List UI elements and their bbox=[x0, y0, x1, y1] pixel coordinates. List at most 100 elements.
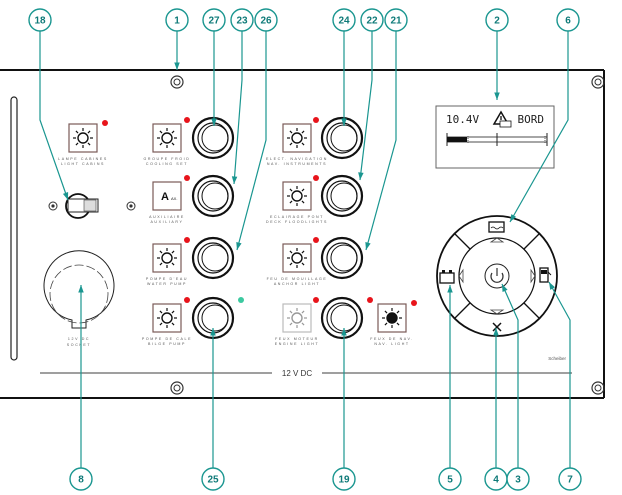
deck-floodlights-rocker[interactable] bbox=[320, 174, 364, 218]
callout-3: 3 bbox=[501, 283, 530, 491]
bilge-pump-label-en: BILGE PUMP bbox=[148, 342, 186, 346]
callout-7: 7 bbox=[548, 281, 582, 491]
arrow-right-icon[interactable] bbox=[530, 268, 536, 284]
callout-number-18: 18 bbox=[34, 16, 46, 27]
callout-4: 4 bbox=[484, 328, 508, 491]
auxiliary-rocker[interactable] bbox=[191, 174, 235, 218]
bilge-pump-label-fr: POMPE DE CALE bbox=[142, 337, 192, 341]
bilge-pump-status-led bbox=[238, 297, 244, 303]
callout-number-24: 24 bbox=[338, 16, 350, 27]
anchor-light-icon bbox=[287, 248, 307, 268]
callout-26: 26 bbox=[236, 8, 278, 251]
bilge-pump-icon bbox=[157, 308, 177, 328]
battery-icon bbox=[439, 270, 455, 284]
cooling-set-rocker[interactable] bbox=[191, 116, 235, 160]
nav-light-led-left bbox=[367, 297, 373, 303]
water-pump-label-en: WATER PUMP bbox=[147, 282, 187, 286]
callout-23: 23 bbox=[230, 8, 254, 185]
callout-leader-6 bbox=[509, 31, 569, 223]
callout-number-4: 4 bbox=[493, 475, 499, 486]
tap-icon bbox=[157, 248, 177, 268]
screw-bottom bbox=[170, 381, 184, 395]
light-cabins-led bbox=[102, 120, 108, 126]
anchor-light-led bbox=[313, 237, 319, 243]
sailboat-sun-icon bbox=[287, 186, 307, 206]
deck-floodlights-label-en: DECK FLOODLIGHTS bbox=[266, 220, 328, 224]
screw-switch-right bbox=[126, 201, 136, 211]
callout-arrow-2 bbox=[494, 92, 500, 100]
callout-arrow-1 bbox=[174, 62, 180, 70]
callout-5: 5 bbox=[438, 285, 462, 491]
svg-text:AX.: AX. bbox=[171, 196, 177, 201]
bilge-pump-led bbox=[184, 297, 190, 303]
auxiliary-icon-box bbox=[152, 181, 182, 211]
battery-display: 10.4V BORD bbox=[435, 105, 555, 169]
auxiliary-label-fr: AUXILIAIRE bbox=[149, 215, 185, 219]
callout-22: 22 bbox=[358, 8, 384, 181]
callout-18: 18 bbox=[28, 8, 69, 201]
no-water-icon bbox=[492, 322, 502, 332]
auxiliary-led bbox=[184, 175, 190, 181]
callout-8: 8 bbox=[69, 285, 93, 491]
callout-number-6: 6 bbox=[565, 16, 571, 27]
nav-instruments-label-en: NAV. INSTRUMENTS bbox=[267, 162, 327, 166]
light-cabins-label-en: LIGHT CABINS bbox=[61, 162, 105, 166]
display-mode: BORD bbox=[518, 113, 545, 126]
arrow-left-icon[interactable] bbox=[458, 268, 464, 284]
callout-arrow-23 bbox=[231, 176, 238, 184]
power-button[interactable] bbox=[484, 263, 510, 289]
arrow-up-icon[interactable] bbox=[489, 237, 505, 243]
engine-light-rocker[interactable] bbox=[320, 296, 364, 340]
callout-1: 1 bbox=[165, 8, 189, 70]
display-voltage: 10.4V bbox=[446, 113, 479, 126]
main-battery-switch[interactable] bbox=[65, 193, 99, 219]
callout-arrow-24 bbox=[341, 118, 347, 126]
dc-socket[interactable] bbox=[43, 250, 115, 329]
engine-light-label-fr: FEUX MOTEUR bbox=[275, 337, 319, 341]
callout-number-8: 8 bbox=[78, 475, 84, 486]
nav-instruments-led bbox=[313, 117, 319, 123]
callout-number-3: 3 bbox=[515, 475, 521, 486]
light-cabins-label-fr: LAMPE CABINES bbox=[58, 157, 108, 161]
brand-label: Scheiber bbox=[548, 356, 566, 361]
callout-arrow-19 bbox=[341, 328, 347, 336]
screw-top bbox=[170, 75, 184, 89]
switch-nav-light[interactable]: FEUX DE NAV.NAV. LIGHT bbox=[367, 297, 417, 346]
callout-arrow-3 bbox=[502, 284, 508, 292]
arrow-down-icon[interactable] bbox=[489, 309, 505, 315]
callout-arrow-27 bbox=[211, 118, 217, 126]
callout-number-21: 21 bbox=[390, 16, 402, 27]
callout-number-26: 26 bbox=[260, 16, 272, 27]
callout-leader-18 bbox=[39, 31, 69, 201]
nav-instruments-rocker[interactable] bbox=[320, 116, 364, 160]
callout-25: 25 bbox=[201, 328, 225, 491]
nav-light-label-en: NAV. LIGHT bbox=[374, 342, 409, 346]
callout-leader-26 bbox=[236, 31, 267, 251]
callout-arrow-6 bbox=[510, 214, 517, 222]
water-pump-label-fr: POMPE D'EAU bbox=[146, 277, 188, 281]
left-slot bbox=[10, 96, 18, 361]
nav-pad[interactable] bbox=[436, 215, 558, 337]
callout-number-19: 19 bbox=[338, 475, 350, 486]
anchor-light-rocker[interactable] bbox=[320, 236, 364, 280]
callout-arrow-4 bbox=[493, 328, 499, 336]
socket-label-en: SOCKET bbox=[67, 343, 91, 347]
callout-leader-3 bbox=[501, 283, 519, 468]
water-pump-rocker[interactable] bbox=[191, 236, 235, 280]
cooling-set-label-fr: GROUPE FROID bbox=[144, 157, 191, 161]
cooling-set-label-en: COOLING SET bbox=[146, 162, 188, 166]
callout-arrow-18 bbox=[62, 192, 69, 200]
